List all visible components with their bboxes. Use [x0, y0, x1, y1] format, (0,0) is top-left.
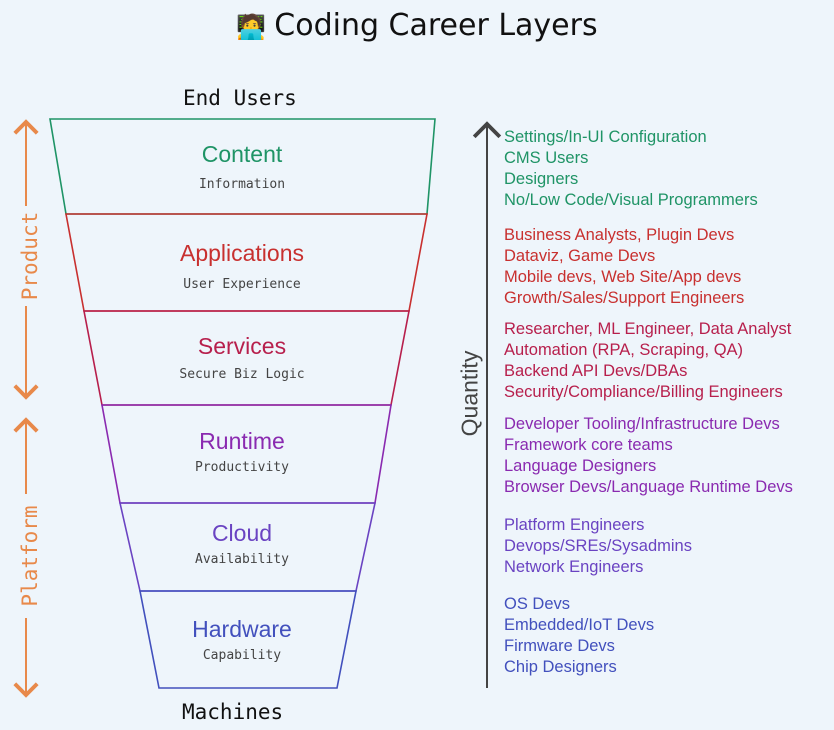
role-item: Automation (RPA, Scraping, QA)	[504, 341, 744, 359]
product-label: Product	[18, 206, 42, 306]
layer-title-hardware: Hardware	[192, 616, 292, 642]
role-item: Business Analysts, Plugin Devs	[504, 226, 735, 244]
layer-title-cloud: Cloud	[211, 520, 273, 546]
layer-subtitle-cloud: Availability	[195, 552, 289, 567]
layer-title-runtime: Runtime	[199, 428, 285, 454]
role-item: Firmware Devs	[504, 637, 615, 655]
role-item: Backend API Devs/DBAs	[504, 362, 688, 380]
role-item: Network Engineers	[504, 558, 644, 576]
layer-title-content: Content	[201, 141, 283, 167]
role-item: Designers	[504, 170, 579, 188]
role-item: Embedded/IoT Devs	[504, 616, 655, 634]
layer-subtitle-runtime: Productivity	[195, 460, 289, 475]
role-item: Researcher, ML Engineer, Data Analyst	[504, 320, 792, 338]
layer-subtitle-content: Information	[198, 177, 286, 192]
technologist-icon: 🧑‍💻	[236, 13, 267, 41]
role-item: Framework core teams	[504, 436, 673, 454]
role-item: Mobile devs, Web Site/App devs	[504, 268, 742, 286]
role-item: Browser Devs/Language Runtime Devs	[504, 478, 793, 496]
machines-label: Machines	[182, 700, 284, 724]
funnel-layer-cloud	[118, 502, 376, 592]
diagram-title: 🧑‍💻Coding Career Layers	[0, 8, 834, 43]
role-item: No/Low Code/Visual Programmers	[504, 191, 758, 209]
role-item: CMS Users	[504, 149, 589, 167]
role-item: Platform Engineers	[504, 516, 645, 534]
role-item: Dataviz, Game Devs	[504, 247, 656, 265]
role-item: Settings/In-UI Configuration	[504, 128, 707, 146]
role-item: Chip Designers	[504, 658, 617, 676]
role-item: Language Designers	[504, 457, 657, 475]
role-item: OS Devs	[504, 595, 571, 613]
platform-label: Platform	[18, 494, 42, 618]
role-item: Security/Compliance/Billing Engineers	[504, 383, 783, 401]
role-item: Developer Tooling/Infrastructure Devs	[504, 415, 780, 433]
end-users-label: End Users	[183, 86, 297, 110]
layer-title-applications: Applications	[179, 240, 305, 266]
layer-subtitle-services: Secure Biz Logic	[179, 367, 305, 382]
layer-subtitle-applications: User Experience	[183, 277, 301, 292]
funnel-layer-hardware	[139, 590, 357, 689]
diagram-title-text: Coding Career Layers	[274, 8, 598, 43]
quantity-label: Quantity	[456, 341, 484, 446]
role-item: Devops/SREs/Sysadmins	[504, 537, 692, 555]
role-item: Growth/Sales/Support Engineers	[504, 289, 745, 307]
layer-subtitle-hardware: Capability	[202, 648, 282, 663]
layer-title-services: Services	[197, 333, 287, 359]
